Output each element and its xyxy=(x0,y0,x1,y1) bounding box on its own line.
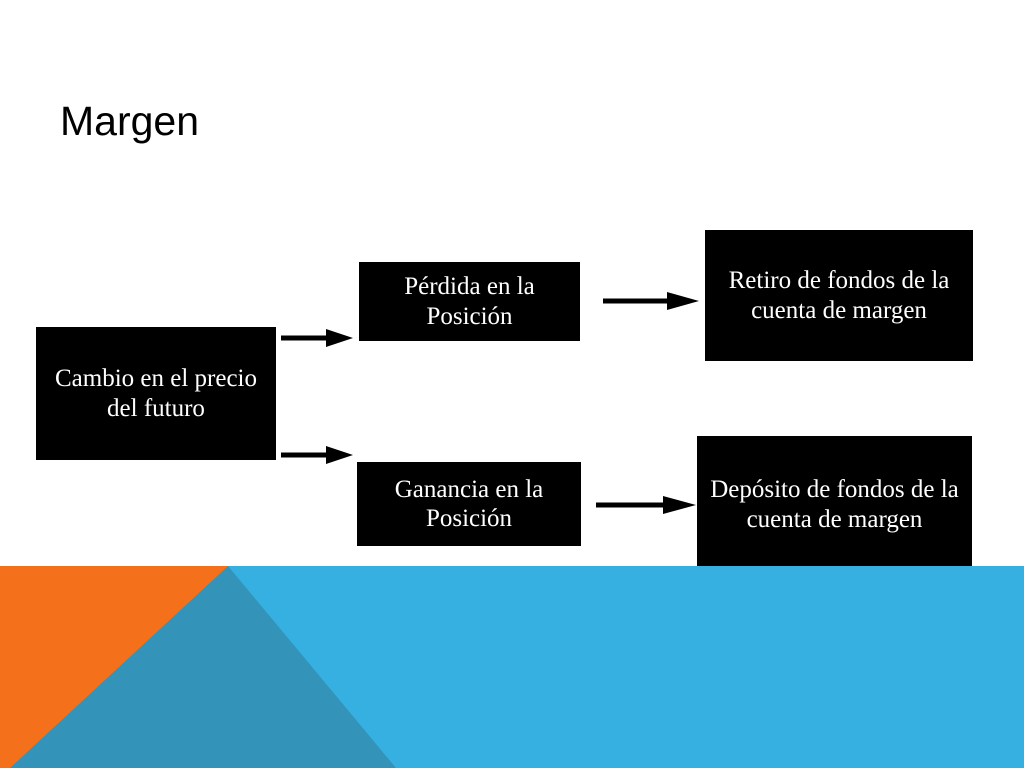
arrow-right-icon xyxy=(596,496,696,514)
arrow-right-icon xyxy=(281,329,353,347)
band-teal-triangle-shape xyxy=(10,566,396,768)
bottom-color-band xyxy=(0,566,1024,768)
arrow-right-icon xyxy=(281,446,353,464)
arrow-right-icon xyxy=(603,292,699,310)
flow-box-ganancia-posicion: Ganancia en la Posición xyxy=(357,462,581,546)
flow-box-label: Ganancia en la Posición xyxy=(394,475,544,533)
flow-box-label: Pérdida en la Posición xyxy=(404,273,535,330)
page-title: Margen xyxy=(60,98,200,144)
flow-box-label: Depósito de fondos de la cuenta de marge… xyxy=(710,476,959,533)
flow-box-deposito-fondos: Depósito de fondos de la cuenta de marge… xyxy=(697,436,972,573)
flow-box-label: Retiro de fondos de la cuenta de margen xyxy=(728,267,950,324)
flow-box-perdida-posicion: Pérdida en la Posición xyxy=(359,262,580,341)
band-orange-shape xyxy=(0,566,228,768)
flow-box-cambio-precio-futuro: Cambio en el precio del futuro xyxy=(36,327,276,460)
flow-box-retiro-fondos: Retiro de fondos de la cuenta de margen xyxy=(705,230,973,361)
flow-box-label: Cambio en el precio del futuro xyxy=(54,365,257,422)
